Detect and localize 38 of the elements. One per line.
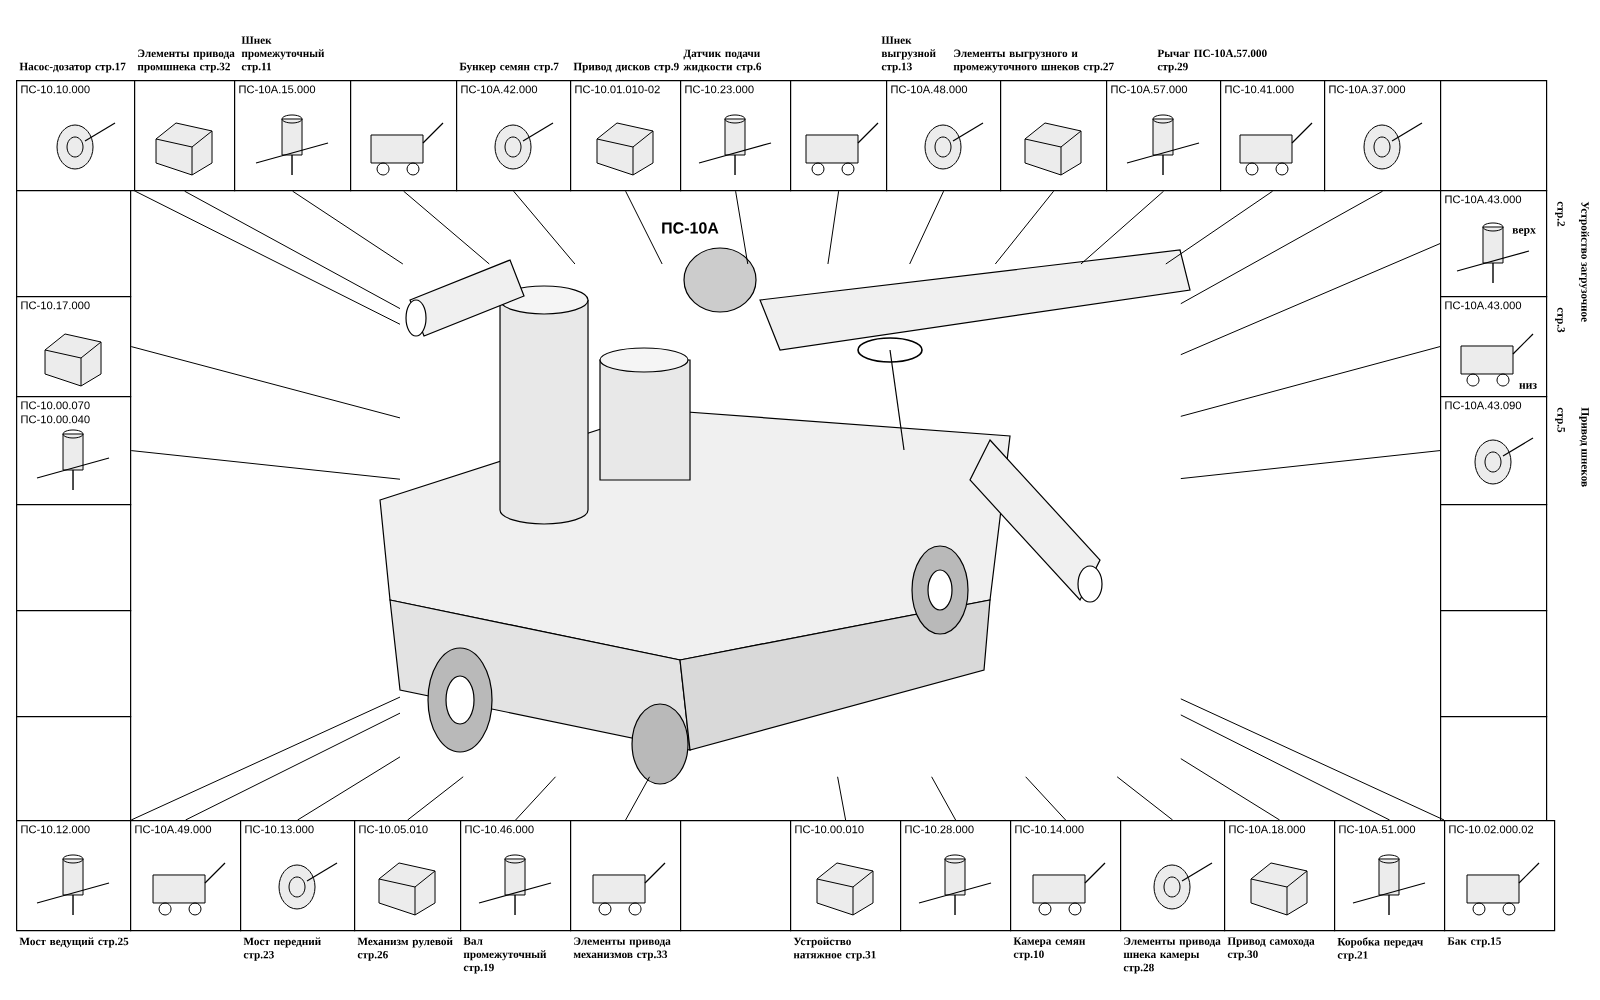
- leader-line: [1180, 190, 1384, 305]
- empty-tile: [1440, 610, 1548, 718]
- leader-line: [185, 712, 401, 821]
- part-tile: [350, 80, 458, 192]
- leader-line: [515, 776, 556, 821]
- leader-line: [297, 756, 401, 821]
- empty-tile: [16, 610, 132, 718]
- empty-tile: [16, 190, 132, 298]
- empty-tile: [1440, 504, 1548, 612]
- empty-tile: [1440, 716, 1548, 822]
- leader-line: [1165, 190, 1274, 265]
- leader-line: [1180, 450, 1441, 480]
- leader-line: [931, 776, 957, 821]
- leader-line: [513, 190, 576, 265]
- leader-line: [625, 190, 663, 265]
- leader-line: [403, 190, 490, 265]
- leader-line: [1116, 776, 1174, 821]
- leader-line: [1080, 190, 1165, 265]
- empty-tile: [16, 504, 132, 612]
- leader-line: [184, 190, 401, 310]
- leader-line: [994, 190, 1055, 265]
- leader-line: [130, 346, 401, 419]
- leader-line: [1180, 758, 1281, 821]
- leader-line: [625, 776, 651, 821]
- leader-line: [292, 190, 404, 265]
- leader-line: [1180, 714, 1391, 821]
- leader-line: [130, 450, 401, 480]
- leader-line: [1180, 243, 1441, 356]
- part-tile: [790, 80, 888, 192]
- leader-line: [827, 190, 840, 265]
- leader-line: [837, 776, 847, 821]
- leader-line: [407, 776, 464, 821]
- leader-line: [735, 190, 749, 265]
- leader-line: [909, 190, 945, 265]
- leader-line: [1025, 776, 1067, 821]
- leader-line: [1180, 346, 1441, 417]
- empty-tile: [16, 716, 132, 822]
- title-label: ПС-10А: [662, 222, 719, 234]
